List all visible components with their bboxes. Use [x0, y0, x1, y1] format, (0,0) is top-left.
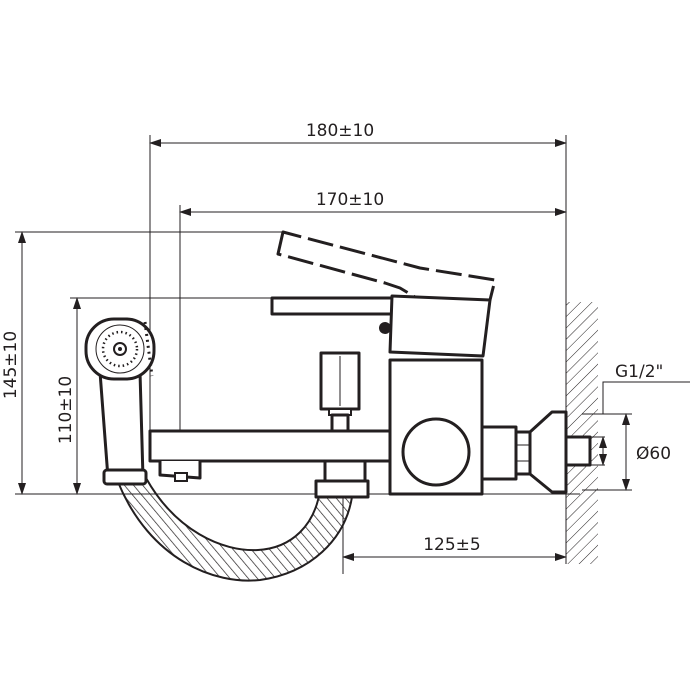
dim-shower-height: 110±10 [56, 376, 76, 444]
diverter [319, 351, 361, 433]
lever-closed-position [270, 294, 492, 358]
wall [565, 302, 598, 564]
dim-spout-length: 170±10 [316, 190, 384, 210]
dim-total-height: 145±10 [1, 331, 21, 399]
wall-hatching [566, 302, 598, 564]
spout [148, 429, 392, 482]
hose-connector-base [314, 479, 370, 499]
dimension-lines [18, 139, 690, 561]
spout-aerator [174, 472, 188, 482]
dim-thread-size: G1/2" [615, 362, 663, 382]
hose-connector-nut [323, 459, 367, 483]
diverter-stem [330, 413, 350, 433]
shower-center-dot [118, 347, 122, 351]
shower-spray-face [95, 324, 145, 374]
extension-lines [15, 135, 632, 574]
lever-handle [270, 296, 400, 316]
connector-nut [514, 430, 532, 476]
thread-fitting [564, 435, 592, 467]
lever-open-position [276, 230, 497, 302]
dim-flange-diameter: Ø60 [636, 444, 671, 464]
spout-body [148, 429, 392, 463]
thread-leader-line [602, 381, 690, 414]
hand-shower-handle [98, 370, 145, 480]
mixer-body [388, 358, 484, 496]
hand-shower [84, 317, 156, 486]
hand-shower-collar [102, 468, 148, 486]
lever-pivot [379, 322, 391, 334]
shower-nozzle-ring [101, 330, 139, 368]
wall-flange [528, 410, 568, 494]
lever-dashed-outline [276, 230, 497, 302]
connector-pipe [480, 425, 518, 481]
dim-wall-offset: 125±5 [423, 535, 481, 555]
hose-connector [314, 459, 370, 499]
lever-cap [388, 294, 492, 358]
mixer-cartridge-cap [401, 417, 471, 487]
dim-overall-length: 180±10 [306, 121, 374, 141]
wall-connector [480, 410, 592, 494]
